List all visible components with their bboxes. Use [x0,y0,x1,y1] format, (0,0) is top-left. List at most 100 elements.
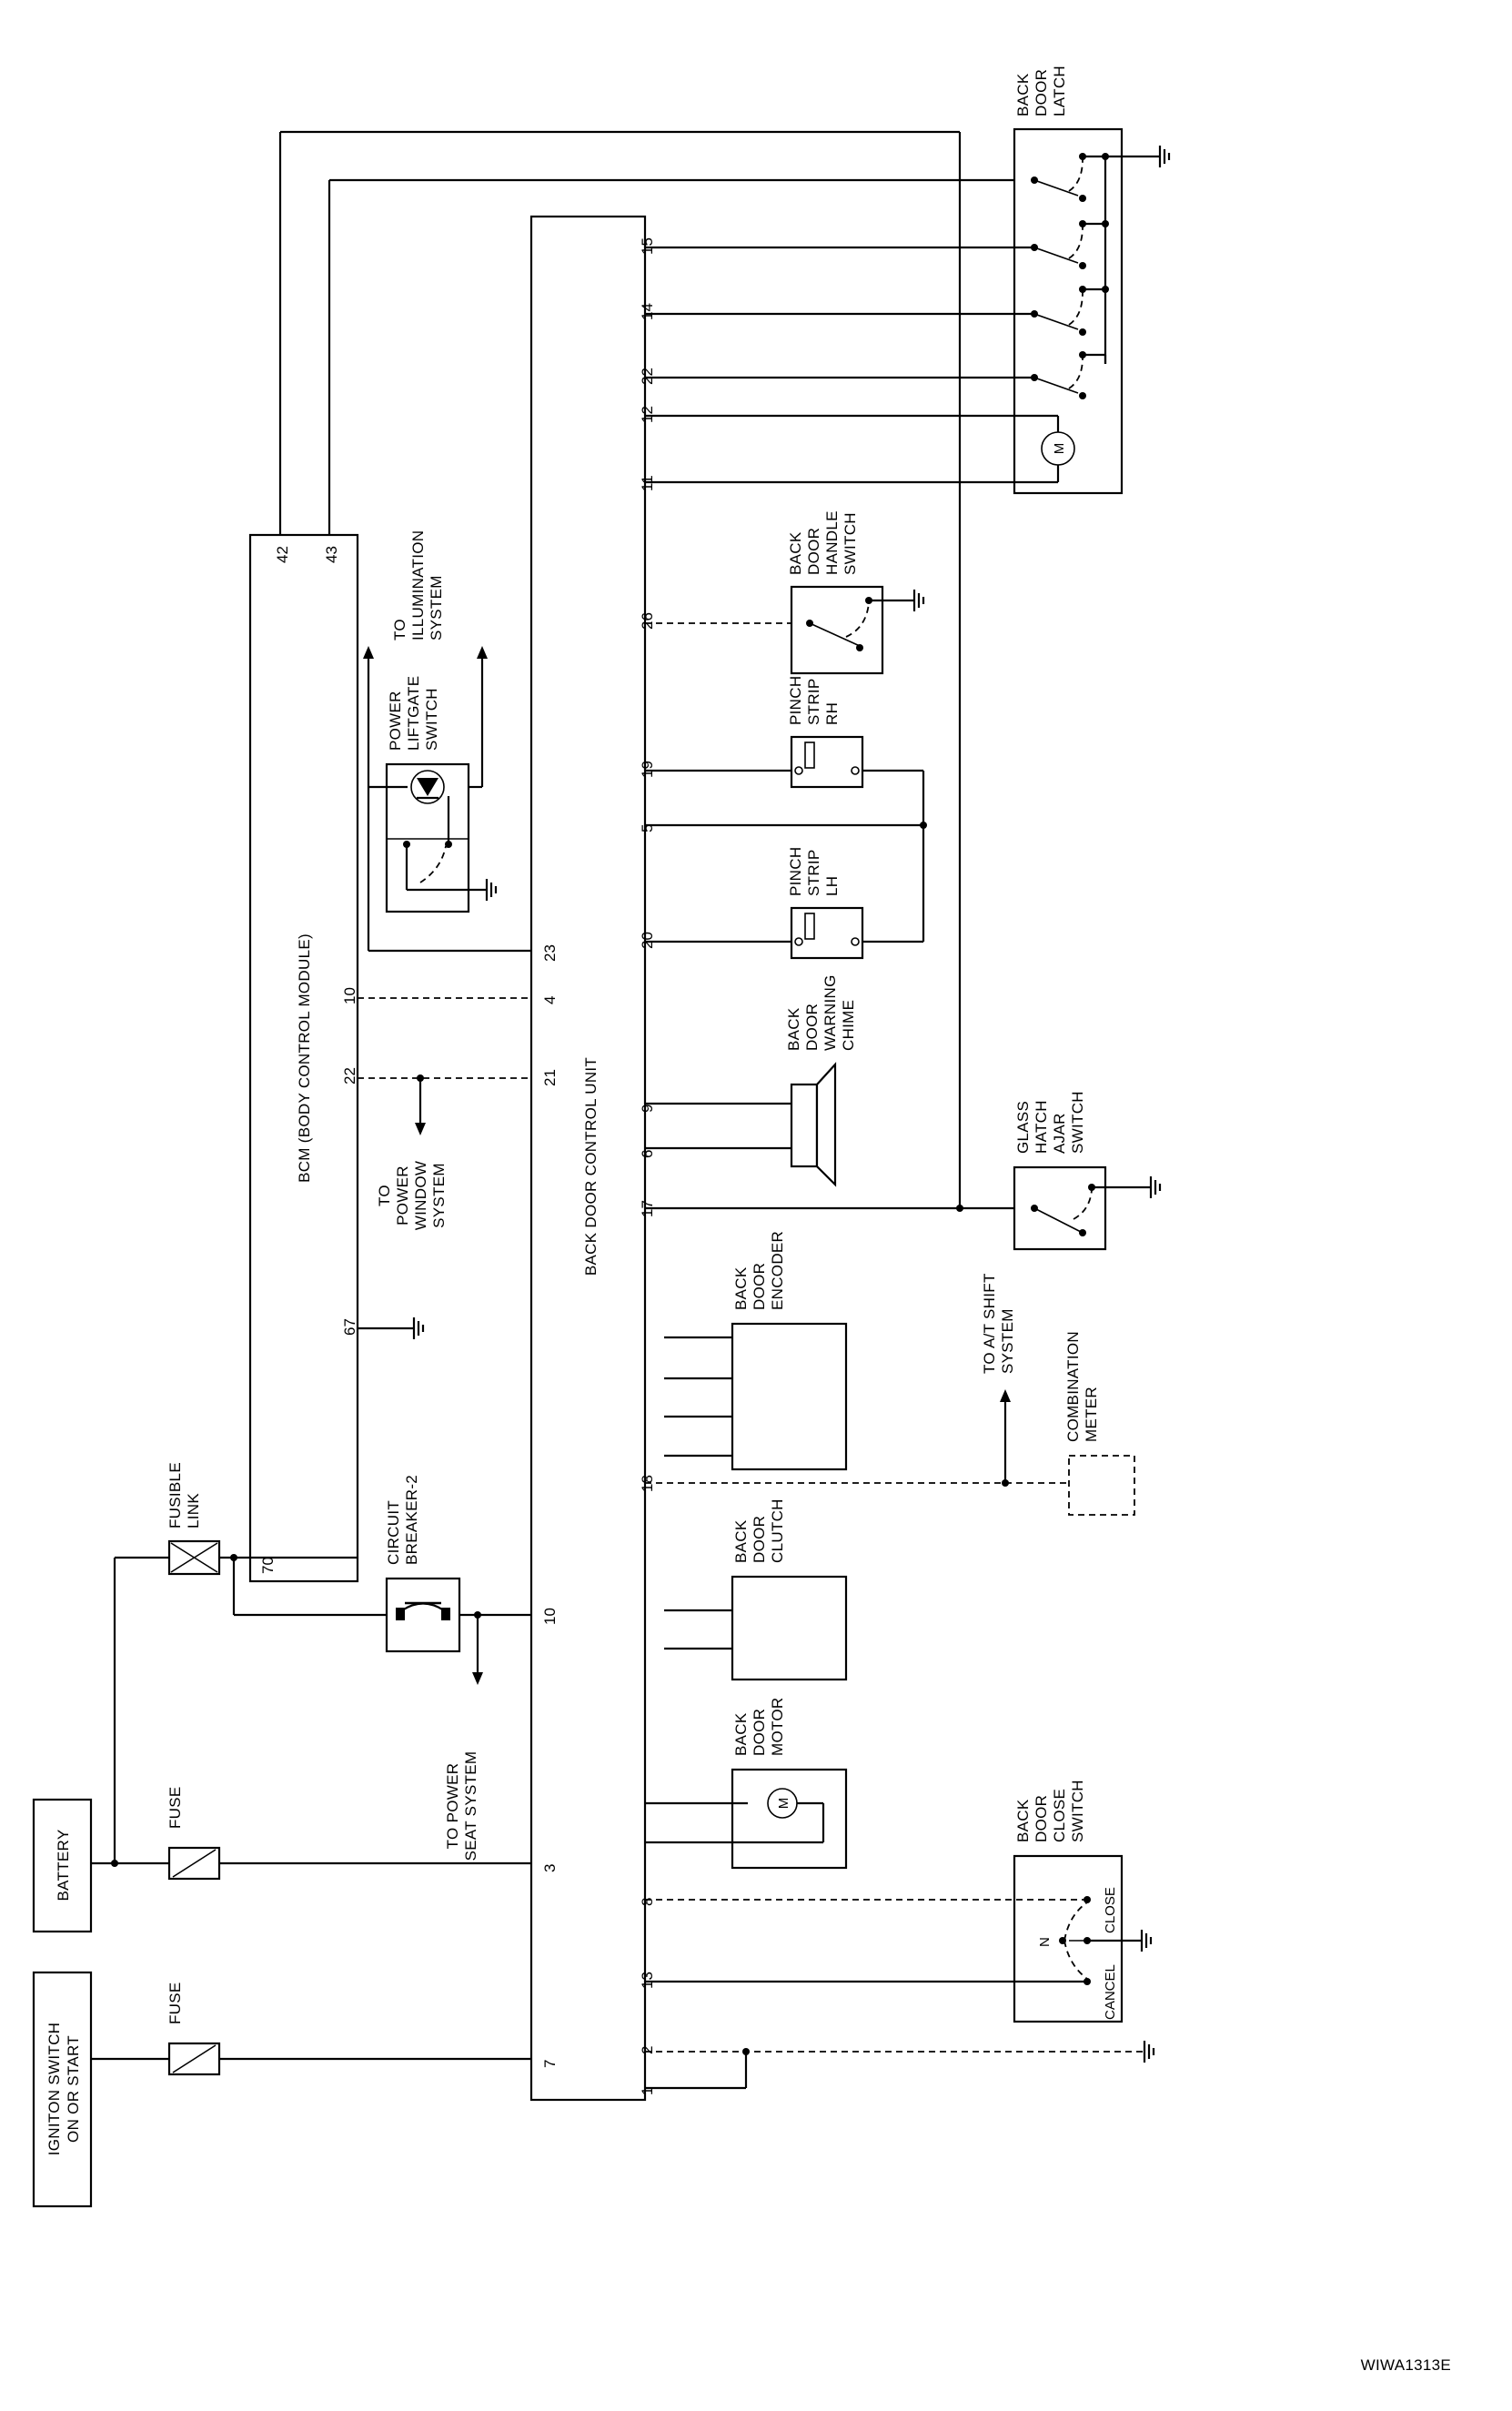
svg-text:M: M [1052,443,1067,455]
battery-box [32,1798,93,1933]
bcm-box [248,533,359,1583]
pinch-strip-rh-label: PINCH STRIP RH [787,676,841,725]
svg-text:HATCH: HATCH [1033,1100,1050,1154]
svg-text:3: 3 [541,1864,559,1872]
svg-text:SWITCH: SWITCH [1069,1780,1086,1842]
svg-text:WARNING: WARNING [822,974,839,1051]
svg-text:20: 20 [639,932,656,949]
svg-text:8: 8 [639,1898,656,1906]
svg-text:43: 43 [323,546,340,563]
svg-text:M: M [776,1798,791,1810]
fuse-ignition-label: FUSE [166,1982,184,2024]
svg-text:10: 10 [341,987,358,1004]
svg-text:SYSTEM: SYSTEM [430,1163,448,1228]
svg-text:AJAR: AJAR [1051,1113,1068,1154]
svg-text:7: 7 [541,2060,559,2068]
svg-text:BACK: BACK [732,1712,750,1756]
svg-text:TO A/T SHIFT: TO A/T SHIFT [981,1273,998,1374]
svg-text:15: 15 [639,237,656,255]
svg-text:11: 11 [639,475,656,491]
close-switch-cancel: CANCEL [1103,1964,1118,2020]
svg-text:DOOR: DOOR [805,528,822,575]
svg-text:CLUTCH: CLUTCH [769,1498,786,1563]
glass-hatch-ajar-switch [1013,1165,1107,1251]
back-door-motor-label: BACK DOOR MOTOR [732,1698,786,1756]
svg-text:POWER: POWER [394,1165,411,1226]
back-door-clutch [731,1575,848,1681]
svg-text:MOTOR: MOTOR [769,1698,786,1756]
pinch-strip-lh [790,906,864,960]
svg-text:9: 9 [639,1105,656,1113]
back-door-control-unit-box [529,215,647,2102]
svg-text:ON OR START: ON OR START [65,2035,82,2143]
svg-text:COMBINATION: COMBINATION [1064,1331,1082,1442]
svg-text:10: 10 [541,1608,559,1625]
svg-text:42: 42 [274,546,291,563]
svg-text:STRIP: STRIP [805,849,822,896]
svg-text:12: 12 [639,406,656,423]
svg-text:PINCH: PINCH [787,676,804,725]
svg-text:70: 70 [259,1557,277,1574]
svg-text:SWITCH: SWITCH [842,512,859,575]
svg-text:SYSTEM: SYSTEM [999,1308,1016,1374]
svg-text:SYSTEM: SYSTEM [428,575,445,641]
svg-text:LINK: LINK [185,1493,202,1528]
close-switch-neutral: N [1037,1937,1053,1947]
combination-meter-label: COMBINATION METER [1064,1331,1100,1442]
svg-text:LH: LH [823,876,841,896]
motor-icon: M [767,1788,798,1819]
svg-text:DOOR: DOOR [751,1709,768,1756]
svg-text:19: 19 [639,761,656,778]
svg-text:LIFTGATE: LIFTGATE [405,676,422,751]
svg-text:POWER: POWER [387,691,404,751]
pinch-strip-lh-label: PINCH STRIP LH [787,847,841,896]
svg-text:67: 67 [341,1318,358,1336]
svg-text:ILLUMINATION: ILLUMINATION [409,530,427,641]
svg-text:STRIP: STRIP [805,678,822,725]
svg-text:BACK: BACK [1014,1799,1032,1842]
svg-text:FUSIBLE: FUSIBLE [166,1462,184,1528]
svg-text:CIRCUIT: CIRCUIT [385,1500,402,1565]
svg-text:TO: TO [376,1185,393,1206]
svg-text:4: 4 [541,996,559,1004]
svg-text:TO: TO [391,619,408,641]
svg-text:CHIME: CHIME [840,1000,857,1051]
back-door-encoder [731,1322,848,1471]
ground-unit-1-2 [1143,2041,1155,2063]
svg-text:CLOSE: CLOSE [1051,1789,1068,1842]
ignition-switch-box [32,1971,93,2208]
svg-text:22: 22 [639,368,656,385]
back-door-clutch-label: BACK DOOR CLUTCH [732,1498,786,1563]
svg-text:DOOR: DOOR [1033,69,1050,116]
svg-text:SWITCH: SWITCH [1069,1091,1086,1154]
svg-text:SWITCH: SWITCH [423,688,440,751]
power-liftgate-switch-label: POWER LIFTGATE SWITCH [387,676,440,751]
svg-text:SEAT SYSTEM: SEAT SYSTEM [462,1751,479,1861]
back-door-warning-chime-label: BACK DOOR WARNING CHIME [785,974,857,1051]
svg-text:IGNITON SWITCH: IGNITON SWITCH [45,2023,63,2156]
svg-text:WINDOW: WINDOW [412,1161,429,1230]
to-power-window-label: TO POWER WINDOW SYSTEM [376,1161,448,1230]
back-door-warning-chime [790,1062,837,1187]
svg-text:DOOR: DOOR [803,1004,821,1051]
close-switch-close: CLOSE [1103,1887,1118,1933]
svg-text:13: 13 [639,1972,656,1989]
ground-handle-switch [912,590,925,611]
figure-id: WIWA1313E [1361,2356,1451,2374]
latch-motor-icon: M [1041,431,1075,466]
ignition-switch-label: IGNITON SWITCH ON OR START [45,2023,82,2156]
circuit-breaker-label: CIRCUIT BREAKER-2 [385,1475,420,1565]
svg-text:GLASS: GLASS [1014,1101,1032,1154]
svg-text:BACK: BACK [732,1519,750,1563]
svg-text:23: 23 [541,944,559,962]
back-door-latch-label: BACK DOOR LATCH [1014,66,1068,116]
svg-text:2: 2 [639,2046,656,2054]
svg-text:1: 1 [639,2087,656,2095]
svg-text:21: 21 [541,1069,559,1086]
svg-text:6: 6 [639,1150,656,1158]
svg-text:BACK: BACK [785,1007,802,1051]
svg-text:PINCH: PINCH [787,847,804,896]
svg-text:BACK: BACK [787,531,804,575]
svg-text:BACK: BACK [1014,73,1032,116]
